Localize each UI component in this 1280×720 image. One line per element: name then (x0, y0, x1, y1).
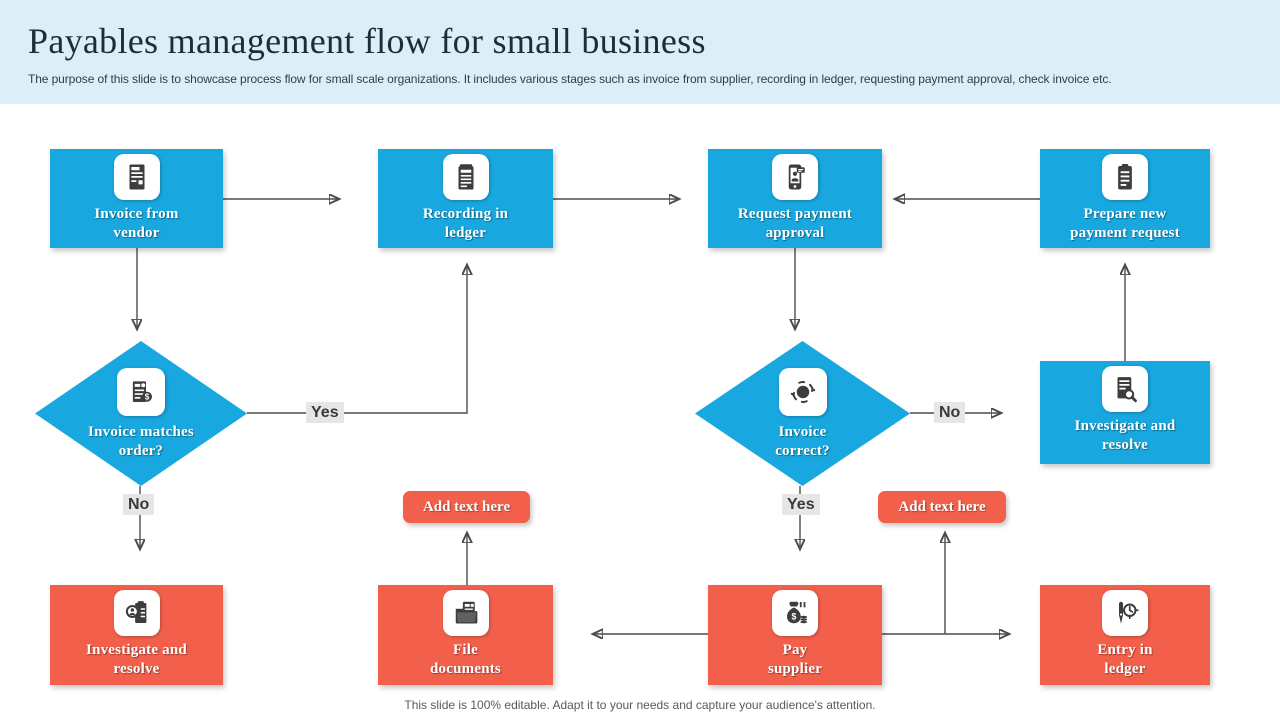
clipboard-icon (1102, 154, 1148, 200)
node-label: Investigate and resolve (86, 642, 187, 677)
invoice-document-icon (113, 154, 160, 200)
node-label: Entry in ledger (1097, 642, 1153, 677)
node-label: Recording in ledger (422, 206, 509, 241)
node-file-documents[interactable]: File documents (378, 585, 553, 685)
node-label: File documents (430, 642, 501, 677)
node-label: Request payment approval (737, 206, 853, 241)
add-text-button-left[interactable]: Add text here (403, 491, 530, 523)
document-search-icon (1102, 366, 1148, 412)
payment-approval-icon (772, 154, 818, 200)
node-label: Prepare new payment request (1070, 206, 1180, 241)
page-title: Payables management flow for small busin… (28, 21, 706, 61)
branch-label-yes-right: Yes (782, 494, 820, 516)
node-label: Investigate and resolve (1074, 418, 1176, 453)
branch-label-no-left: No (123, 494, 155, 516)
money-bag-icon: $ (772, 590, 818, 636)
footer-note: This slide is 100% editable. Adapt it to… (404, 698, 876, 712)
sync-check-icon (778, 368, 827, 417)
node-label: Invoice from vendor (94, 206, 179, 241)
svg-text:$: $ (791, 612, 796, 622)
node-recording-in-ledger[interactable]: Recording in ledger (378, 149, 553, 248)
add-text-button-right[interactable]: Add text here (878, 491, 1006, 523)
node-entry-in-ledger[interactable]: Entry in ledger (1040, 585, 1210, 685)
decision-label: Invoice correct? (775, 424, 830, 459)
node-invoice-from-vendor[interactable]: Invoice from vendor (50, 149, 223, 248)
node-investigate-and-resolve-red[interactable]: Investigate and resolve (50, 585, 223, 685)
pen-ledger-icon (1102, 590, 1148, 636)
person-search-icon (113, 590, 160, 636)
decision-label: Invoice matches order? (88, 424, 194, 459)
node-request-payment-approval[interactable]: Request payment approval (708, 149, 882, 248)
slide-header: Payables management flow for small busin… (0, 0, 1280, 104)
branch-label-yes-left: Yes (306, 402, 344, 424)
node-label: Pay supplier (767, 642, 823, 677)
folder-document-icon (442, 590, 489, 636)
page-subtitle: The purpose of this slide is to showcase… (28, 72, 1112, 86)
svg-text:$: $ (145, 393, 150, 402)
invoice-dollar-icon: $ (117, 368, 165, 417)
branch-label-no-right: No (934, 402, 966, 424)
ledger-pad-icon (442, 154, 489, 200)
node-pay-supplier[interactable]: $ Pay supplier (708, 585, 882, 685)
node-prepare-new-payment-request[interactable]: Prepare new payment request (1040, 149, 1210, 248)
node-investigate-and-resolve-blue[interactable]: Investigate and resolve (1040, 361, 1210, 464)
